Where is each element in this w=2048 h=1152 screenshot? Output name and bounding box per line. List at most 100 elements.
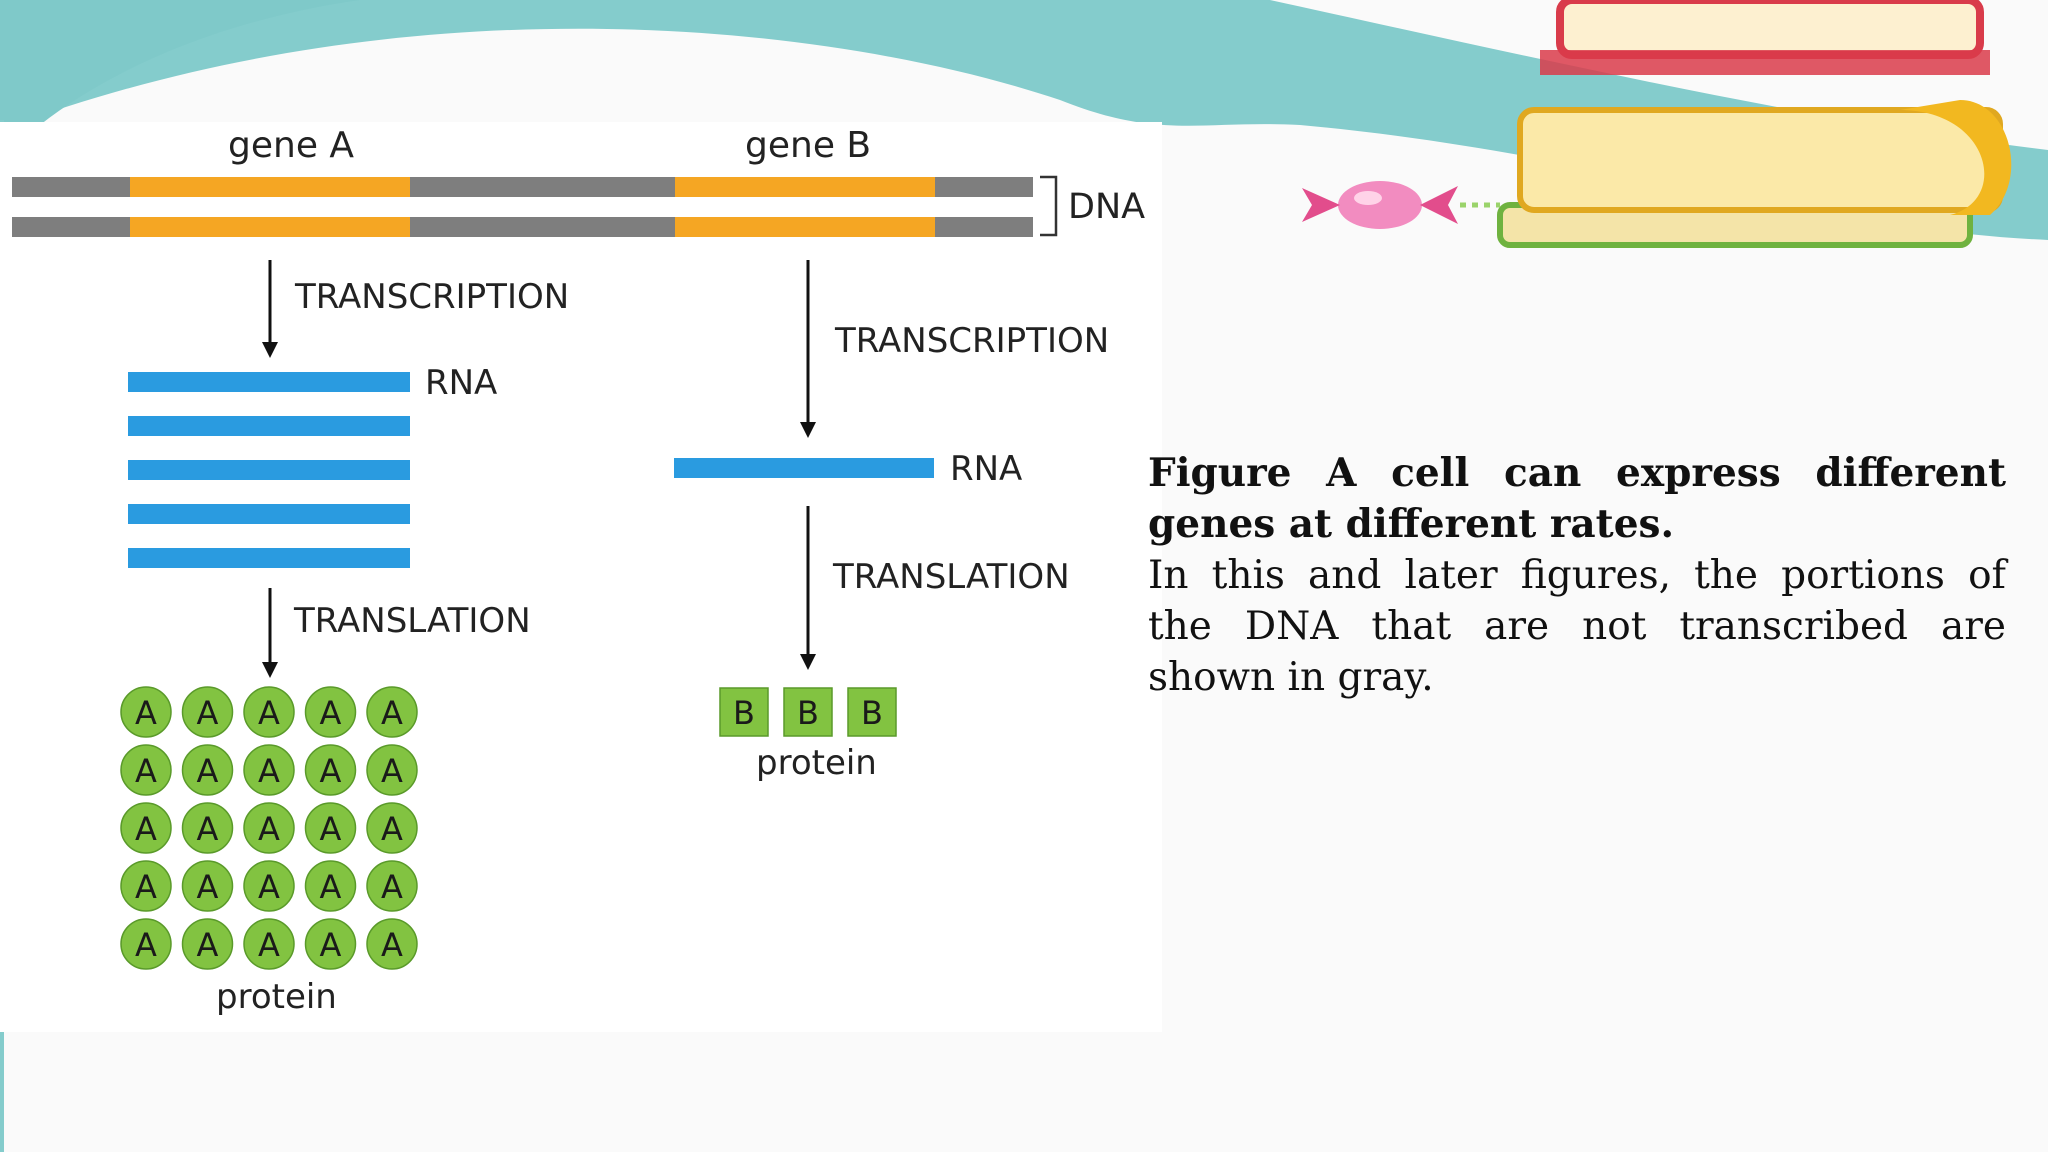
protein-a-molecule: A	[243, 918, 295, 970]
protein-a-letter: A	[320, 694, 342, 732]
gene-a-rna-copy	[128, 548, 410, 568]
dna-strand-top-gene-b	[675, 177, 935, 197]
protein-a-molecule: A	[304, 686, 357, 738]
candy-icon	[1302, 181, 1500, 229]
protein-a-molecule: A	[120, 918, 172, 970]
gene-b-transcription-label: TRANSCRIPTION	[835, 321, 1110, 361]
protein-b-molecule: B	[847, 687, 897, 737]
dna-strand-bottom-gene-a	[130, 217, 410, 237]
protein-a-molecule: A	[366, 802, 418, 854]
protein-a-letter: A	[258, 694, 280, 732]
protein-a-letter: A	[381, 810, 403, 848]
gene-b-protein-label: protein	[756, 743, 877, 783]
gene-a-rna-label: RNA	[425, 363, 498, 403]
protein-a-molecule: A	[304, 802, 357, 854]
gene-a-rna-copy	[128, 372, 410, 392]
protein-a-letter: A	[381, 868, 403, 906]
gene-a-label: gene A	[228, 125, 355, 166]
protein-a-molecule: A	[366, 744, 418, 796]
protein-a-letter: A	[135, 868, 157, 906]
protein-a-letter: A	[258, 868, 280, 906]
protein-a-letter: A	[381, 752, 403, 790]
gene-a-rna-copy	[128, 460, 410, 480]
top-wave	[0, 0, 2048, 240]
protein-a-letter: A	[135, 752, 157, 790]
dna-strand-top-left-gray	[12, 177, 130, 197]
gene-a-translation-arrow	[262, 588, 278, 678]
protein-b-letter: B	[733, 694, 755, 732]
protein-a-letter: A	[135, 926, 157, 964]
protein-a-molecule: A	[304, 744, 357, 796]
protein-b-letter: B	[861, 694, 883, 732]
gene-a-rna-copy	[128, 504, 410, 524]
dna-strand-top-right-gray	[935, 177, 1033, 197]
protein-a-letter: A	[258, 926, 280, 964]
dna-strand-top-gene-a	[130, 177, 410, 197]
books-icon	[1497, 0, 2012, 248]
protein-a-molecule: A	[120, 802, 172, 854]
gene-b-rna-copy	[674, 458, 934, 478]
protein-a-letter: A	[197, 926, 219, 964]
protein-b-molecule: B	[719, 687, 769, 737]
protein-a-letter: A	[197, 868, 219, 906]
protein-a-molecule: A	[304, 918, 357, 970]
top-left-wave	[0, 0, 360, 125]
protein-a-molecule: A	[243, 744, 295, 796]
protein-a-letter: A	[320, 926, 342, 964]
gene-b-translation-arrow	[800, 506, 816, 670]
dna-strand-bottom-left-gray	[12, 217, 130, 237]
protein-a-molecule: A	[120, 860, 172, 912]
gene-a-transcription-label: TRANSCRIPTION	[295, 277, 570, 317]
protein-a-molecule: A	[120, 686, 172, 738]
protein-a-letter: A	[197, 694, 219, 732]
protein-a-molecule: A	[243, 860, 295, 912]
gene-b-translation-label: TRANSLATION	[833, 557, 1070, 597]
protein-a-molecule: A	[304, 860, 357, 912]
protein-a-molecule: A	[120, 744, 172, 796]
gene-a-translation-label: TRANSLATION	[294, 601, 531, 641]
caption-title: Figure A cell can express different gene…	[1148, 450, 2006, 547]
protein-a-molecule: A	[366, 918, 418, 970]
gene-a-rna-group	[128, 372, 410, 568]
caption-body: In this and later figures, the portions …	[1148, 553, 2006, 700]
dna-double-strand	[12, 177, 1033, 237]
protein-a-letter: A	[320, 810, 342, 848]
protein-a-molecule: A	[181, 744, 234, 796]
dna-bracket	[1040, 175, 1058, 237]
protein-a-molecule: A	[181, 686, 234, 738]
dna-strand-bottom-gene-b	[675, 217, 935, 237]
protein-a-letter: A	[135, 810, 157, 848]
protein-a-molecule: A	[243, 802, 295, 854]
gene-a-transcription-arrow	[262, 260, 278, 358]
protein-a-letter: A	[320, 868, 342, 906]
gene-a-protein-label: protein	[216, 977, 337, 1017]
protein-a-molecule: A	[181, 860, 234, 912]
figure-caption: Figure A cell can express different gene…	[1148, 448, 2006, 703]
protein-a-molecule: A	[243, 686, 295, 738]
protein-a-letter: A	[135, 694, 157, 732]
protein-a-letter: A	[258, 810, 280, 848]
dna-strand-bottom-right-gray	[935, 217, 1033, 237]
protein-a-letter: A	[320, 752, 342, 790]
gene-b-transcription-arrow	[800, 260, 816, 438]
protein-a-molecule: A	[181, 802, 234, 854]
protein-a-letter: A	[381, 926, 403, 964]
dna-strand-bottom-mid-gray	[410, 217, 675, 237]
protein-a-molecule: A	[181, 918, 234, 970]
gene-b-rna-label: RNA	[950, 449, 1023, 489]
protein-a-molecule: A	[366, 686, 418, 738]
protein-b-letter: B	[797, 694, 819, 732]
protein-a-letter: A	[258, 752, 280, 790]
gene-a-rna-copy	[128, 416, 410, 436]
dna-strand-top-mid-gray	[410, 177, 675, 197]
protein-a-molecule: A	[366, 860, 418, 912]
dna-label: DNA	[1068, 187, 1146, 227]
gene-b-label: gene B	[745, 125, 872, 166]
protein-a-letter: A	[197, 752, 219, 790]
protein-b-molecule: B	[783, 687, 833, 737]
